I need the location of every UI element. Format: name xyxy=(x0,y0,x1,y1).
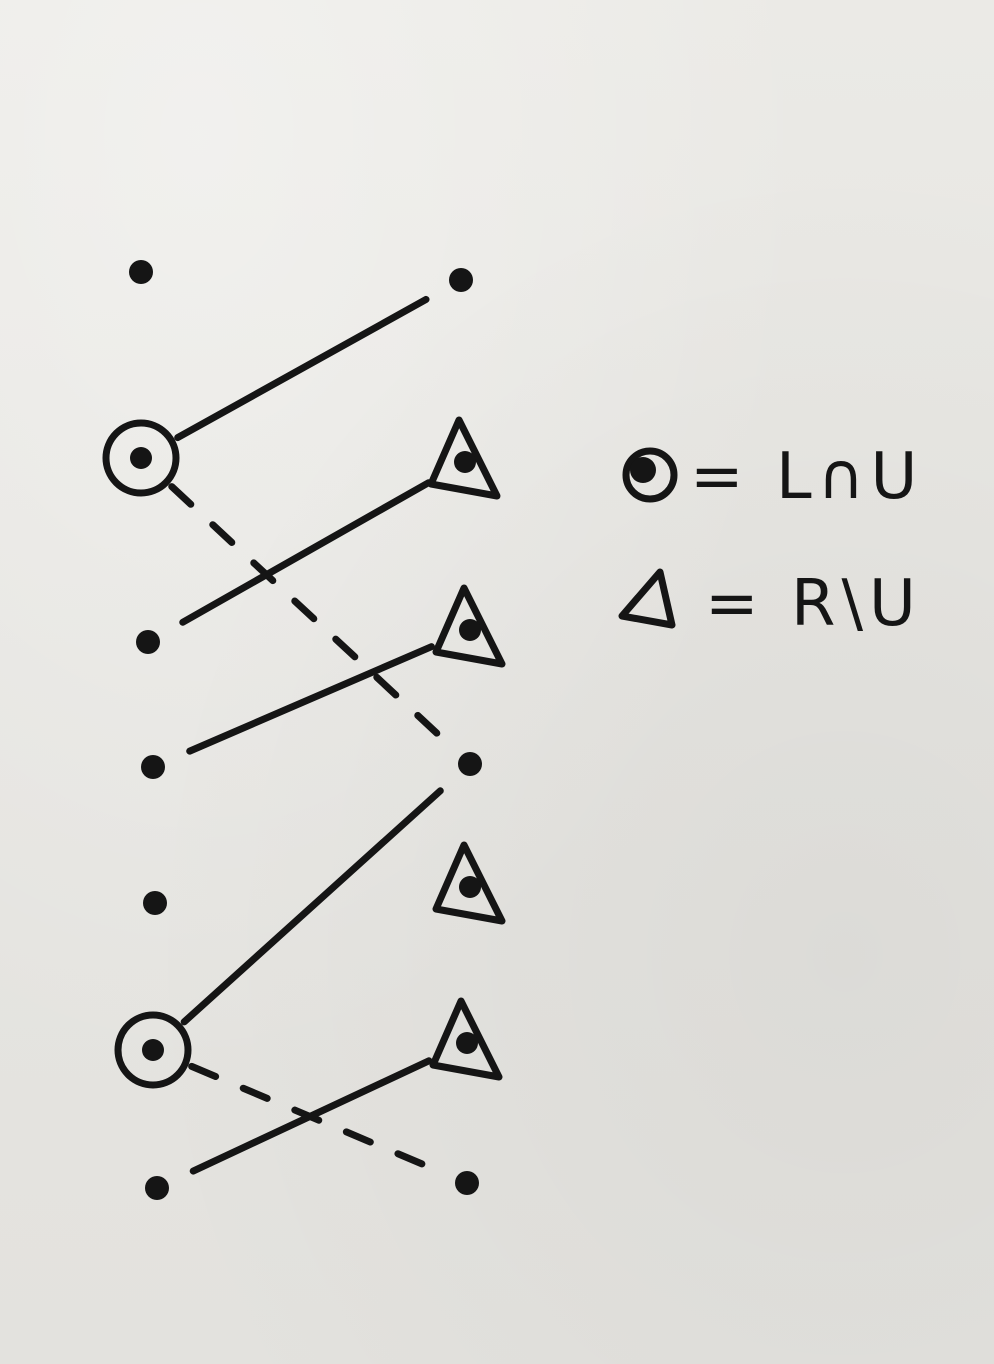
node-R2-triangle xyxy=(427,416,501,500)
edge-L4-R3-solid xyxy=(186,643,435,755)
triangle-marker-icon xyxy=(429,997,503,1081)
circle-marker-icon xyxy=(102,419,180,497)
legend-triangle-icon xyxy=(618,568,676,629)
node-R3-triangle xyxy=(432,584,506,668)
circle-marker-icon xyxy=(114,1011,192,1089)
node-dot-icon xyxy=(449,268,473,292)
node-L1 xyxy=(129,260,153,284)
legend-circle-dot-icon xyxy=(630,457,656,483)
node-dot-icon xyxy=(141,755,165,779)
triangle-marker-icon xyxy=(432,841,506,925)
node-dot-icon xyxy=(454,451,476,473)
edges-group xyxy=(168,295,445,1175)
legend-triangle-entry: = R\U xyxy=(618,567,922,641)
node-dot-icon xyxy=(455,1171,479,1195)
edge-L6-R4-solid xyxy=(180,787,444,1026)
node-dot-icon xyxy=(143,891,167,915)
node-R7 xyxy=(455,1171,479,1195)
triangle-marker-icon xyxy=(427,416,501,500)
node-R1 xyxy=(449,268,473,292)
node-dot-icon xyxy=(129,260,153,284)
legend: = L∩U = R\U xyxy=(618,440,923,641)
node-R6-triangle xyxy=(429,997,503,1081)
node-dot-icon xyxy=(142,1039,164,1061)
node-dot-icon xyxy=(458,752,482,776)
node-L7 xyxy=(145,1176,169,1200)
node-dot-icon xyxy=(456,1032,478,1054)
node-dot-icon xyxy=(459,619,481,641)
edge-L2-R4-dashed xyxy=(168,483,445,741)
node-L6-circle xyxy=(114,1011,192,1089)
legend-circle-text: = L∩U xyxy=(690,440,923,514)
node-dot-icon xyxy=(136,630,160,654)
edge-L2-R1-solid xyxy=(174,295,430,442)
triangle-marker-icon xyxy=(432,584,506,668)
legend-circle-icon xyxy=(622,447,678,503)
legend-circle-entry: = L∩U xyxy=(622,440,923,514)
node-L2-circle xyxy=(102,419,180,497)
node-L4 xyxy=(141,755,165,779)
node-R5-triangle xyxy=(432,841,506,925)
edge-L7-R6-solid xyxy=(189,1057,433,1175)
node-dot-icon xyxy=(459,876,481,898)
node-dot-icon xyxy=(130,447,152,469)
node-L5 xyxy=(143,891,167,915)
edge-L3-R2-solid xyxy=(179,479,432,626)
node-R4 xyxy=(458,752,482,776)
legend-triangle-text: = R\U xyxy=(705,567,922,641)
node-dot-icon xyxy=(145,1176,169,1200)
nodes-group xyxy=(102,260,506,1200)
node-L3 xyxy=(136,630,160,654)
